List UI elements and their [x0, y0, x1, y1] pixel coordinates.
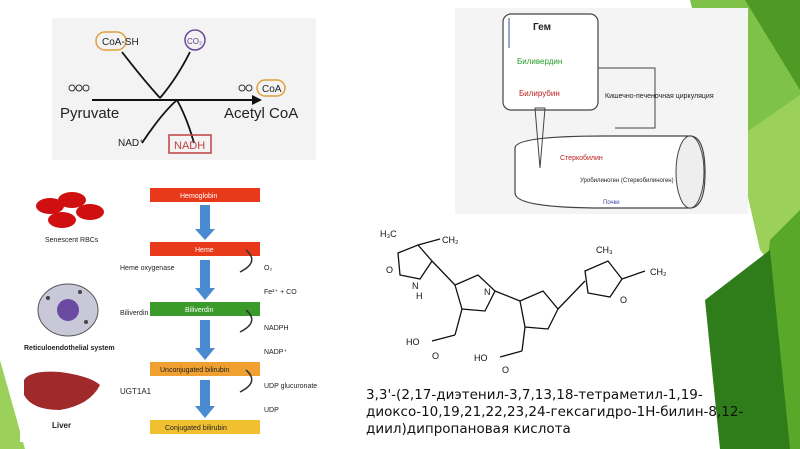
nh-left-label: N	[412, 281, 419, 291]
h-left-label: H	[416, 291, 423, 301]
o-right-label: O	[620, 295, 627, 305]
box-unconjugated: Unconjugated bilirubin	[160, 367, 229, 374]
co2-label: CO₂	[187, 37, 202, 46]
udp-glucuronate-label: UDP glucuronate	[264, 383, 317, 390]
nadph-label: NADPH	[264, 325, 289, 332]
o2-label: O₂	[264, 265, 272, 272]
pyruvate-label: Pyruvate	[60, 105, 119, 122]
bg-shard-2	[745, 0, 800, 90]
o-left-label: O	[386, 265, 393, 275]
ugt1a1-label: UGT1A1	[120, 387, 152, 396]
box-hemoglobin: Hemoglobin	[180, 193, 217, 200]
kidneys-label: Почки	[603, 200, 620, 206]
urobilinogen-label: Уробилиноген (Стеркобилиноген)	[580, 178, 674, 184]
h3c-top-label: H₃C	[380, 229, 397, 239]
bilirubin-diagram: Senescent RBCs Reticuloendothelial syste…	[24, 188, 317, 434]
nh-mid-label: N	[484, 287, 491, 297]
bg-shard-6	[0, 360, 25, 449]
heme-diagram: Гем Биливердин Билирубин Кишечно-печеноч…	[502, 13, 714, 209]
panel-bilirubin: Senescent RBCs Reticuloendothelial syste…	[20, 180, 338, 442]
structure-diagram: H₃C CH₂ O N H N CH₃ CH₂ O HO O HO O	[380, 229, 667, 375]
ch2-left-label: CH₂	[442, 235, 459, 245]
box-biliverdin: Biliverdin	[185, 307, 214, 314]
ch2-right-label: CH₂	[650, 267, 667, 277]
ch3-right-label: CH₃	[596, 245, 613, 255]
sterkobilin-label: Стеркобилин	[560, 154, 603, 162]
fe-co-label: Fe²⁺ + CO	[264, 289, 297, 296]
acetyl-coa-label: Acetyl CoA	[224, 105, 298, 122]
box-heme: Heme	[195, 247, 214, 254]
heme-oxygenase-label: Heme oxygenase	[120, 265, 175, 272]
senescent-rbcs-label: Senescent RBCs	[45, 237, 99, 244]
nadh-label: NADH	[174, 140, 205, 152]
hooc-left-label: HO	[406, 337, 420, 347]
o-acid-right-label: O	[502, 365, 509, 375]
reticuloendothelial-label: Reticuloendothelial system	[24, 345, 115, 352]
nad-label: NAD⁺	[118, 138, 144, 149]
hooc-right-label: HO	[474, 353, 488, 363]
bg-shard-5	[705, 250, 790, 449]
box-conjugated: Conjugated bilirubin	[165, 425, 227, 432]
circulation-text: Кишечно-печеночная циркуляция	[605, 93, 714, 100]
gem-label: Гем	[533, 22, 551, 33]
circulation-label: Кишечно-печеночная циркуляция	[605, 93, 714, 100]
panel-pyruvate: CoA-SH CO₂ Pyruvate CoA Acetyl CoA NAD⁺ …	[52, 18, 316, 160]
udp-label: UDP	[264, 407, 279, 414]
bilirubin-label: Билирубин	[519, 89, 560, 98]
panel-heme: Гем Биливердин Билирубин Кишечно-печеноч…	[455, 8, 748, 214]
biliverdin-label: Биливердин	[517, 57, 562, 66]
coa-label: CoA	[262, 84, 282, 95]
nadp-label: NADP⁺	[264, 349, 287, 356]
panel-structure: H₃C CH₂ O N H N CH₃ CH₂ O HO O HO O	[360, 223, 690, 383]
liver-label: Liver	[52, 421, 71, 430]
o-acid-left-label: O	[432, 351, 439, 361]
coa-sh-label: CoA-SH	[102, 37, 139, 48]
iupac-name-caption: 3,3'-(2,17-диэтенил-3,7,13,18-тетраметил…	[366, 387, 744, 437]
pyruvate-diagram: CoA-SH CO₂ Pyruvate CoA Acetyl CoA NAD⁺ …	[60, 29, 298, 154]
